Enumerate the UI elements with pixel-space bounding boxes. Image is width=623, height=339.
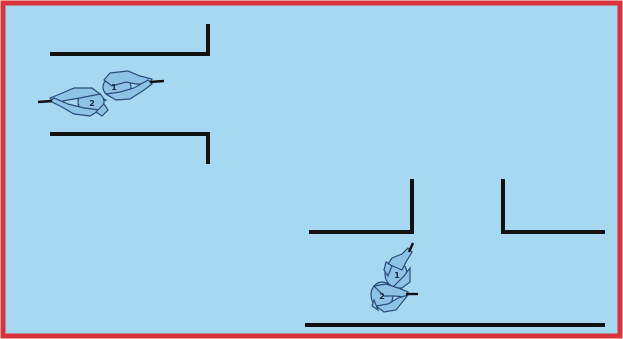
operator-2-bottom (370, 281, 410, 313)
operator-label-1: 1 (111, 83, 117, 92)
weapon-1-bottom (407, 242, 415, 253)
team-bottom: 1 2 (370, 242, 418, 313)
walls-left-doorway (50, 24, 210, 164)
operator-label-2: 2 (89, 99, 95, 108)
walls-corridor (305, 179, 605, 327)
team-left: 1 2 (37, 70, 165, 117)
wall-upper (50, 24, 210, 56)
weapon-1-top (149, 79, 165, 84)
weapon-2-top (37, 99, 53, 104)
operator-1-top (93, 70, 153, 105)
operator-label-1: 1 (394, 271, 400, 280)
wall-corner-right (501, 179, 605, 234)
wall-corner-left (309, 179, 414, 234)
operator-label-2: 2 (379, 292, 385, 301)
wall-lower (50, 132, 210, 164)
